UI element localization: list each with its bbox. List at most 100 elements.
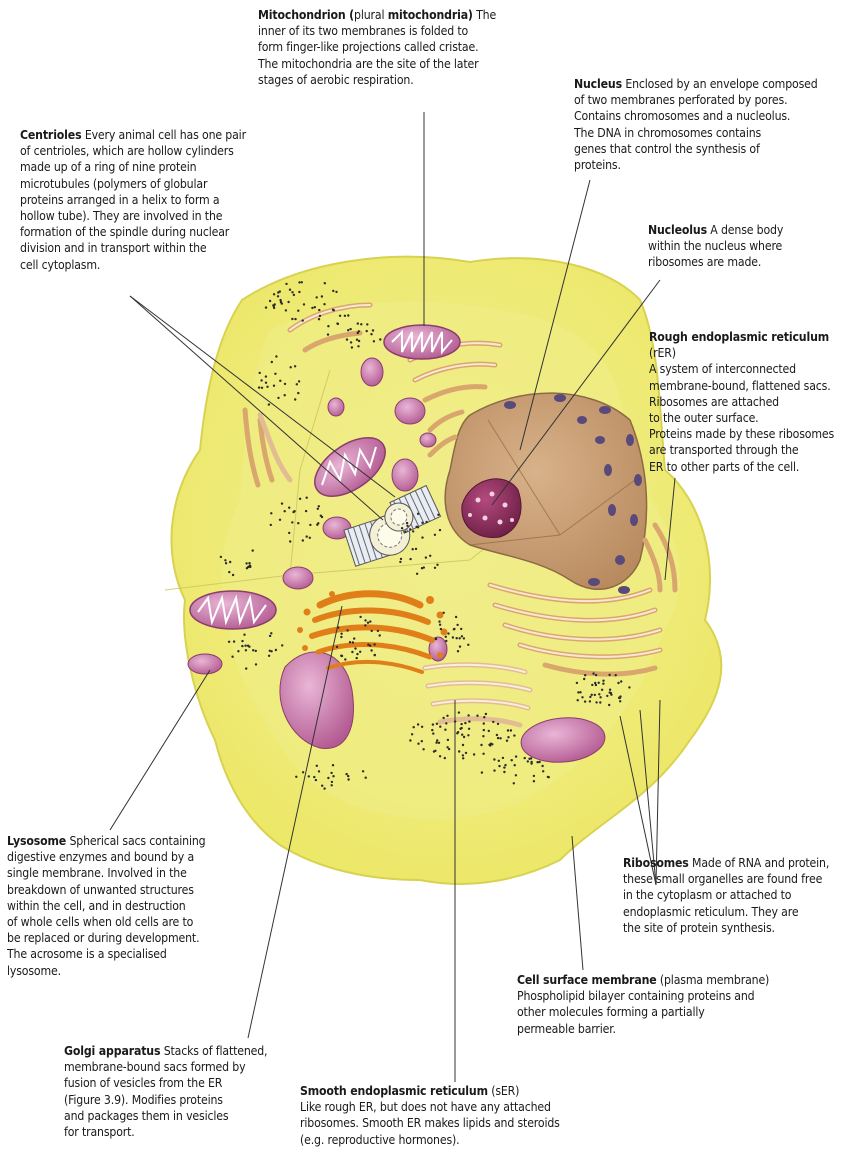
nucleus-line-2: Contains chromosomes and a nucleolus. [574,108,818,124]
ribosome-dot [277,397,279,399]
ribosome-dot [617,682,619,684]
ribosome-dot [344,315,346,317]
ribosome-dot [294,318,296,320]
mitochondrion-left [190,591,276,629]
ribosome-dot [365,777,367,779]
ribosome-dot [422,748,424,750]
ribosome-dot [592,672,594,674]
ribosome-dot [480,744,482,746]
ribosome-dot [483,716,485,718]
ribosome-dot [347,314,349,316]
ribosome-dot [493,758,495,760]
ribosome-dot [415,526,417,528]
ribosome-dot [533,780,535,782]
ribosome-dot [275,649,277,651]
ribosome-dot [352,641,354,643]
ribosome-dot [507,729,509,731]
rough-er-line-0: (rER) [649,345,834,361]
ribosome-dot [496,734,498,736]
ribosome-dot [577,691,579,693]
rough-er-line-1: A system of interconnected [649,361,834,377]
cell-membrane-line-0: (plasma membrane) [660,973,769,987]
mitochondrion-line-2: form finger-like projections called cris… [258,39,496,55]
ribosome-dot [464,722,466,724]
ribosome-dot [318,770,320,772]
cell-membrane-line-1: Phospholipid bilayer containing proteins… [517,988,769,1004]
ribosome-dot [232,574,234,576]
nucleolus-line-2: ribosomes are made. [648,254,783,270]
ribosome-dot [346,338,348,340]
ribosome-dot [309,537,311,539]
ribosome-dot [440,628,442,630]
label-cell-surface-membrane: Cell surface membrane (plasma membrane) … [517,972,769,1037]
ribosome-dot [248,562,250,564]
ribosome-dot [347,778,349,780]
ribosome-dot [255,650,257,652]
ribosome-dot [231,656,233,658]
ribosome-dot [488,730,490,732]
ribosome-dot [356,339,358,341]
ribosome-dot [434,567,436,569]
nucleus-line-1: of two membranes perforated by pores. [574,92,818,108]
ribosome-dot [350,341,352,343]
ribosome-dot [492,721,494,723]
ribosome-dot [446,746,448,748]
ribosome-dot [298,380,300,382]
ribosome-dot [461,734,463,736]
ribosome-dot [347,775,349,777]
ribosome-dot [271,361,273,363]
ribosome-dot [465,752,467,754]
ribosome-dot [443,612,445,614]
ribosome-dot [417,743,419,745]
lysosome-title: Lysosome [7,834,66,848]
ribosome-dot [331,781,333,783]
ribosome-dot [601,689,603,691]
ribosome-dot [287,301,289,303]
ribosome-dot [498,760,500,762]
nucleolus-title: Nucleolus [648,223,707,237]
ribosome-dot [579,691,581,693]
ribosomes-line-4: the site of protein synthesis. [623,920,829,936]
ribosome-dot [400,558,402,560]
ribosome-dot [510,729,512,731]
lysosome-line-7: The acrosome is a specialised [7,946,205,962]
ribosome-dot [237,650,239,652]
ribosome-dot [340,633,342,635]
ribosome-dot [503,771,505,773]
ribosome-dot [248,646,250,648]
ribosome-dot [513,782,515,784]
ribosome-dot [435,742,437,744]
ribosome-dot [245,667,247,669]
ribosome-dot [366,323,368,325]
ribosome-dot [321,295,323,297]
smooth-er-line-3: (e.g. reproductive hormones). [300,1132,560,1148]
ribosome-dot [462,744,464,746]
ribosome-dot [439,726,441,728]
ribosome-dot [335,291,337,293]
ribosome-dot [401,527,403,529]
ribosome-dot [413,726,415,728]
ribosome-dot [241,640,243,642]
ribosome-dot [436,564,438,566]
ribosome-dot [373,643,375,645]
ribosome-dot [445,640,447,642]
ribosome-dot [481,771,483,773]
ribosome-dot [284,394,286,396]
ribosome-dot [266,386,268,388]
ribosomes-line-1: these small organelles are found free [623,871,829,887]
golgi-line-3: (Figure 3.9). Modifies proteins [64,1092,267,1108]
ribosome-dot [456,637,458,639]
ribosome-dot [530,761,532,763]
lysosome-line-3: breakdown of unwanted structures [7,882,205,898]
ribosome-dot [536,761,538,763]
ribosome-dot [336,322,338,324]
ribosome-dot [594,694,596,696]
ribosome-dot [435,638,437,640]
ribosome-dot [444,757,446,759]
ribosome-dot [608,704,610,706]
ribosome-dot [220,556,222,558]
mitochondrion-line-4: stages of aerobic respiration. [258,72,496,88]
ribosome-dot [498,765,500,767]
label-mitochondrion: Mitochondrion (plural mitochondria) The … [258,7,496,88]
ribosome-dot [493,769,495,771]
